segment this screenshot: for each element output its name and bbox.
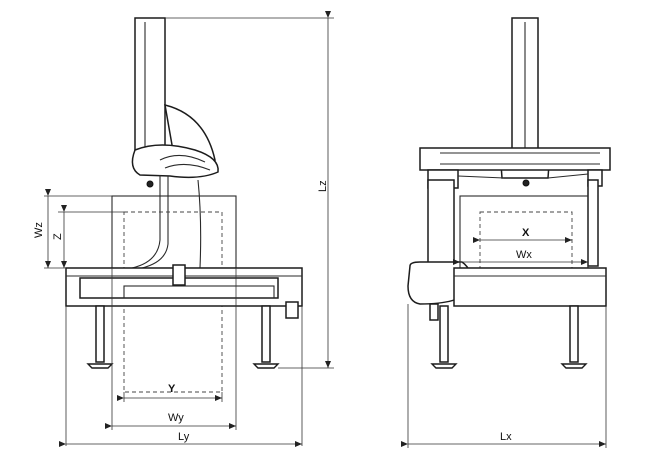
y-label: Y <box>168 383 176 395</box>
left-leg <box>95 305 105 363</box>
table-clamp <box>172 264 186 286</box>
bridge-leg-rear <box>197 179 202 269</box>
beam-lower-edge <box>457 175 505 179</box>
left-foot <box>86 363 114 369</box>
bridge-leg-right <box>587 179 599 267</box>
z-label: Z <box>52 233 64 240</box>
right-leg <box>569 305 579 363</box>
right-foot <box>252 363 280 369</box>
ly-label: Ly <box>178 431 190 443</box>
front-view: X Wx Lx <box>401 17 611 448</box>
wy-label: Wy <box>168 412 184 424</box>
measuring-volume-outline <box>111 195 237 269</box>
right-leg <box>261 305 271 363</box>
right-foot <box>560 363 588 369</box>
side-view: Y Wy Ly Wz Z Lz <box>33 11 334 447</box>
bridge-leg-inner <box>141 176 169 269</box>
bridge-leg-left <box>427 179 455 265</box>
side-handle <box>285 301 299 319</box>
side-handle <box>429 303 439 321</box>
wx-label: Wx <box>516 249 532 261</box>
probe-tip <box>522 179 530 187</box>
carriage-head <box>131 144 219 179</box>
lz-label: Lz <box>317 180 329 192</box>
carriage-head-detail <box>159 154 206 163</box>
wz-label: Wz <box>33 222 45 238</box>
lx-label: Lx <box>500 431 512 443</box>
bridge-leg-front <box>131 175 161 269</box>
beam-lower-edge <box>547 173 589 179</box>
bridge-beam <box>419 147 611 171</box>
left-leg <box>439 305 449 363</box>
left-foot <box>430 363 458 369</box>
x-label: X <box>522 227 530 239</box>
z-ram-column <box>134 17 166 169</box>
granite-table <box>453 267 607 307</box>
probe-tip <box>146 180 154 188</box>
carriage-head-detail <box>164 163 211 171</box>
table-slot <box>123 285 275 299</box>
